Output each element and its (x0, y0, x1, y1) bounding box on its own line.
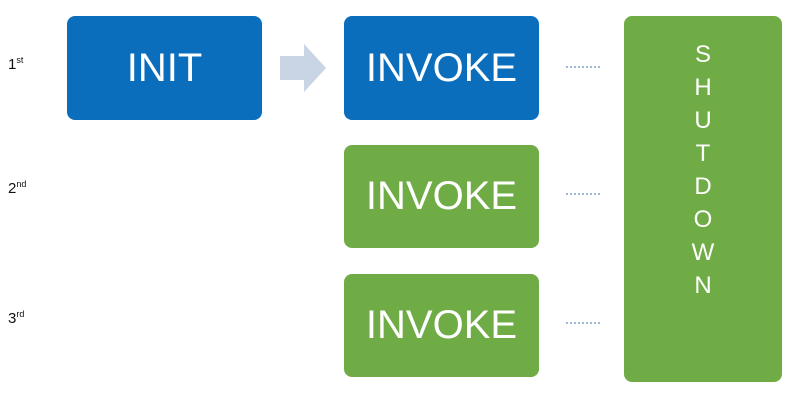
shutdown-letter: O (693, 206, 713, 233)
row-number: 2 (8, 180, 17, 197)
dotted-connector-1 (566, 66, 600, 70)
init-box: INIT (67, 16, 262, 120)
init-label: INIT (126, 45, 203, 90)
dotted-connector-3 (566, 322, 600, 326)
row-label-1st: 1st (8, 55, 24, 74)
row-label-2nd: 2nd (8, 179, 27, 198)
arrow-shape (280, 44, 326, 92)
invoke-box-3: INVOKE (344, 274, 539, 377)
row-suffix: nd (16, 179, 27, 189)
right-arrow-icon (280, 44, 326, 92)
row-suffix: st (16, 55, 24, 65)
row-number: 3 (8, 310, 17, 327)
row-number: 1 (8, 56, 17, 73)
shutdown-letter: D (694, 173, 712, 200)
invoke-label: INVOKE (365, 174, 518, 218)
shutdown-letter: N (694, 272, 712, 299)
invoke-box-1: INVOKE (344, 16, 539, 120)
invoke-label: INVOKE (365, 303, 518, 347)
shutdown-letter: W (691, 239, 715, 266)
invoke-box-2: INVOKE (344, 145, 539, 248)
shutdown-box: S H U T D O W N (624, 16, 782, 382)
shutdown-letter: S (694, 41, 711, 68)
shutdown-letter: U (694, 107, 712, 134)
shutdown-letter: H (694, 74, 712, 101)
invoke-label: INVOKE (365, 45, 518, 90)
row-label-3rd: 3rd (8, 309, 25, 328)
row-suffix: rd (16, 309, 25, 319)
shutdown-letter: T (695, 140, 711, 167)
dotted-connector-2 (566, 193, 600, 197)
